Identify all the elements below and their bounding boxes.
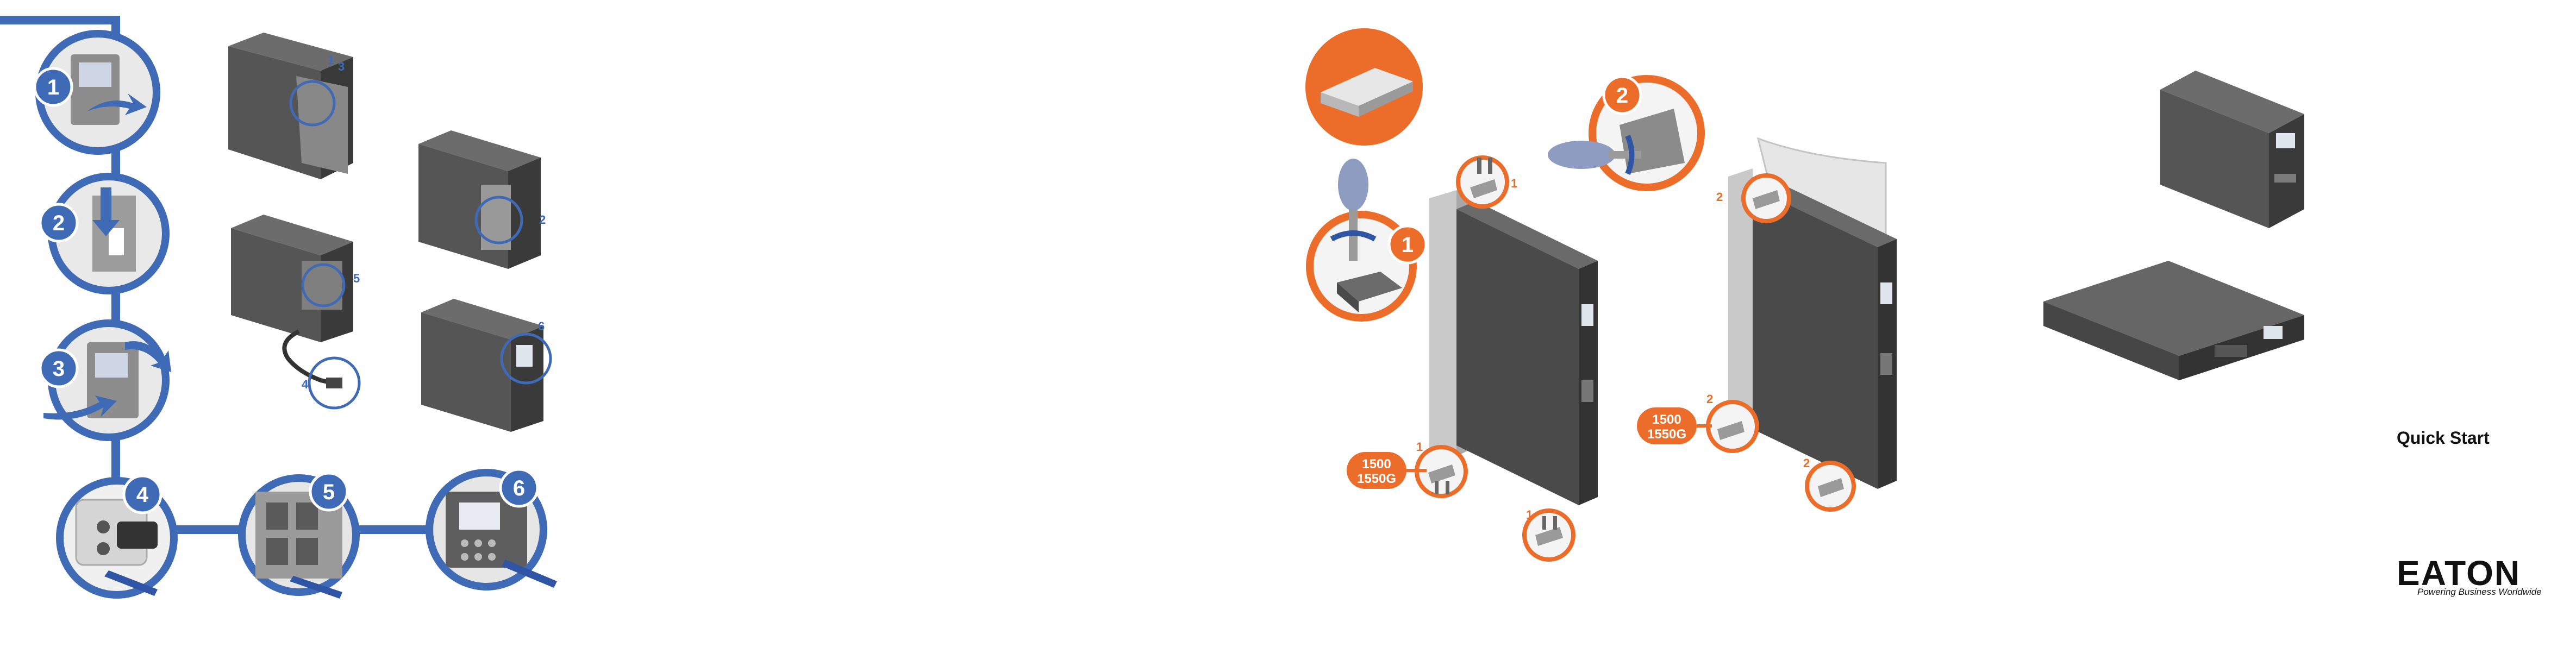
bracket-callout-top-left: 1	[1511, 177, 1517, 190]
cover-panel	[2043, 71, 2304, 380]
rack-step-1-number: 1	[1402, 233, 1414, 257]
tower-callout-2: 2	[539, 213, 546, 227]
step-2-number: 2	[53, 211, 65, 235]
step-3-circle: 3	[39, 319, 171, 441]
cover-rack-ups	[2043, 261, 2304, 380]
tower-callout-5: 5	[353, 272, 360, 285]
bracket-bottom-right: 2	[1803, 456, 1856, 512]
bracket-callout-top-right: 2	[1716, 190, 1723, 204]
bracket-top-right: 2	[1716, 173, 1791, 223]
rack-ups-left	[1456, 201, 1598, 505]
step-4-number: 4	[136, 483, 149, 507]
bracket-top-left: 1	[1456, 155, 1517, 209]
tower-callout-4: 4	[302, 378, 309, 391]
bracket-callout-bottom-left: 1	[1416, 440, 1423, 454]
screwdriver-icon-2	[1548, 141, 1615, 169]
screwdriver-icon	[1338, 159, 1368, 211]
model-label-left-line1: 1500	[1362, 457, 1391, 472]
cover-tower-ups	[2160, 71, 2304, 228]
step-6-number: 6	[513, 476, 525, 500]
eaton-logo: EATON	[2397, 554, 2521, 593]
step-3-number: 3	[53, 357, 65, 381]
bracket-callout-mid-right: 2	[1706, 392, 1713, 406]
step-5-number: 5	[323, 480, 335, 504]
rack-install-panel: 1 2 1	[1305, 28, 1897, 562]
quick-start-title: Quick Start	[2397, 428, 2490, 448]
tower-callout-1: 1	[328, 53, 334, 67]
step-6-circle: 6	[426, 468, 557, 591]
eaton-tagline: Powering Business Worldwide	[2417, 587, 2542, 597]
step-5-circle: 5	[238, 472, 360, 599]
rack-ups-right	[1753, 179, 1897, 489]
bracket-bottom-left-2: 1	[1522, 508, 1575, 562]
tower-ups-open-panel: 1 3	[228, 33, 353, 179]
rack-step-1-circle: 1	[1306, 159, 1428, 322]
tower-ups-display: 6	[421, 299, 552, 432]
model-label-left-line2: 1550G	[1357, 472, 1396, 486]
model-label-mid-line1: 1500	[1652, 412, 1681, 427]
tower-ups-battery: 2	[418, 130, 546, 269]
rack-step-2-number: 2	[1616, 84, 1628, 108]
tower-callout-3: 3	[338, 60, 345, 73]
model-label-left: 1500 1550G	[1347, 452, 1427, 489]
tower-ups-rear: 5 4	[231, 215, 361, 410]
rack-step-2-circle: 2	[1548, 75, 1705, 191]
tower-callout-6: 6	[538, 319, 545, 333]
step-2-circle: 2	[39, 173, 170, 294]
step-1-circle: 1	[33, 30, 160, 155]
model-label-mid-line2: 1550G	[1647, 427, 1686, 442]
bracket-bottom-left: 1	[1415, 440, 1468, 498]
bracket-callout-bottom-right: 2	[1803, 456, 1810, 470]
step-1-number: 1	[47, 76, 59, 99]
left-step-flow: 1 2 3	[0, 16, 557, 599]
bracket-callout-bottom-left-2: 1	[1526, 508, 1533, 522]
step-4-circle: 4	[56, 474, 178, 599]
rack-unit-badge	[1305, 28, 1423, 146]
model-label-mid: 1500 1550G	[1637, 407, 1712, 444]
